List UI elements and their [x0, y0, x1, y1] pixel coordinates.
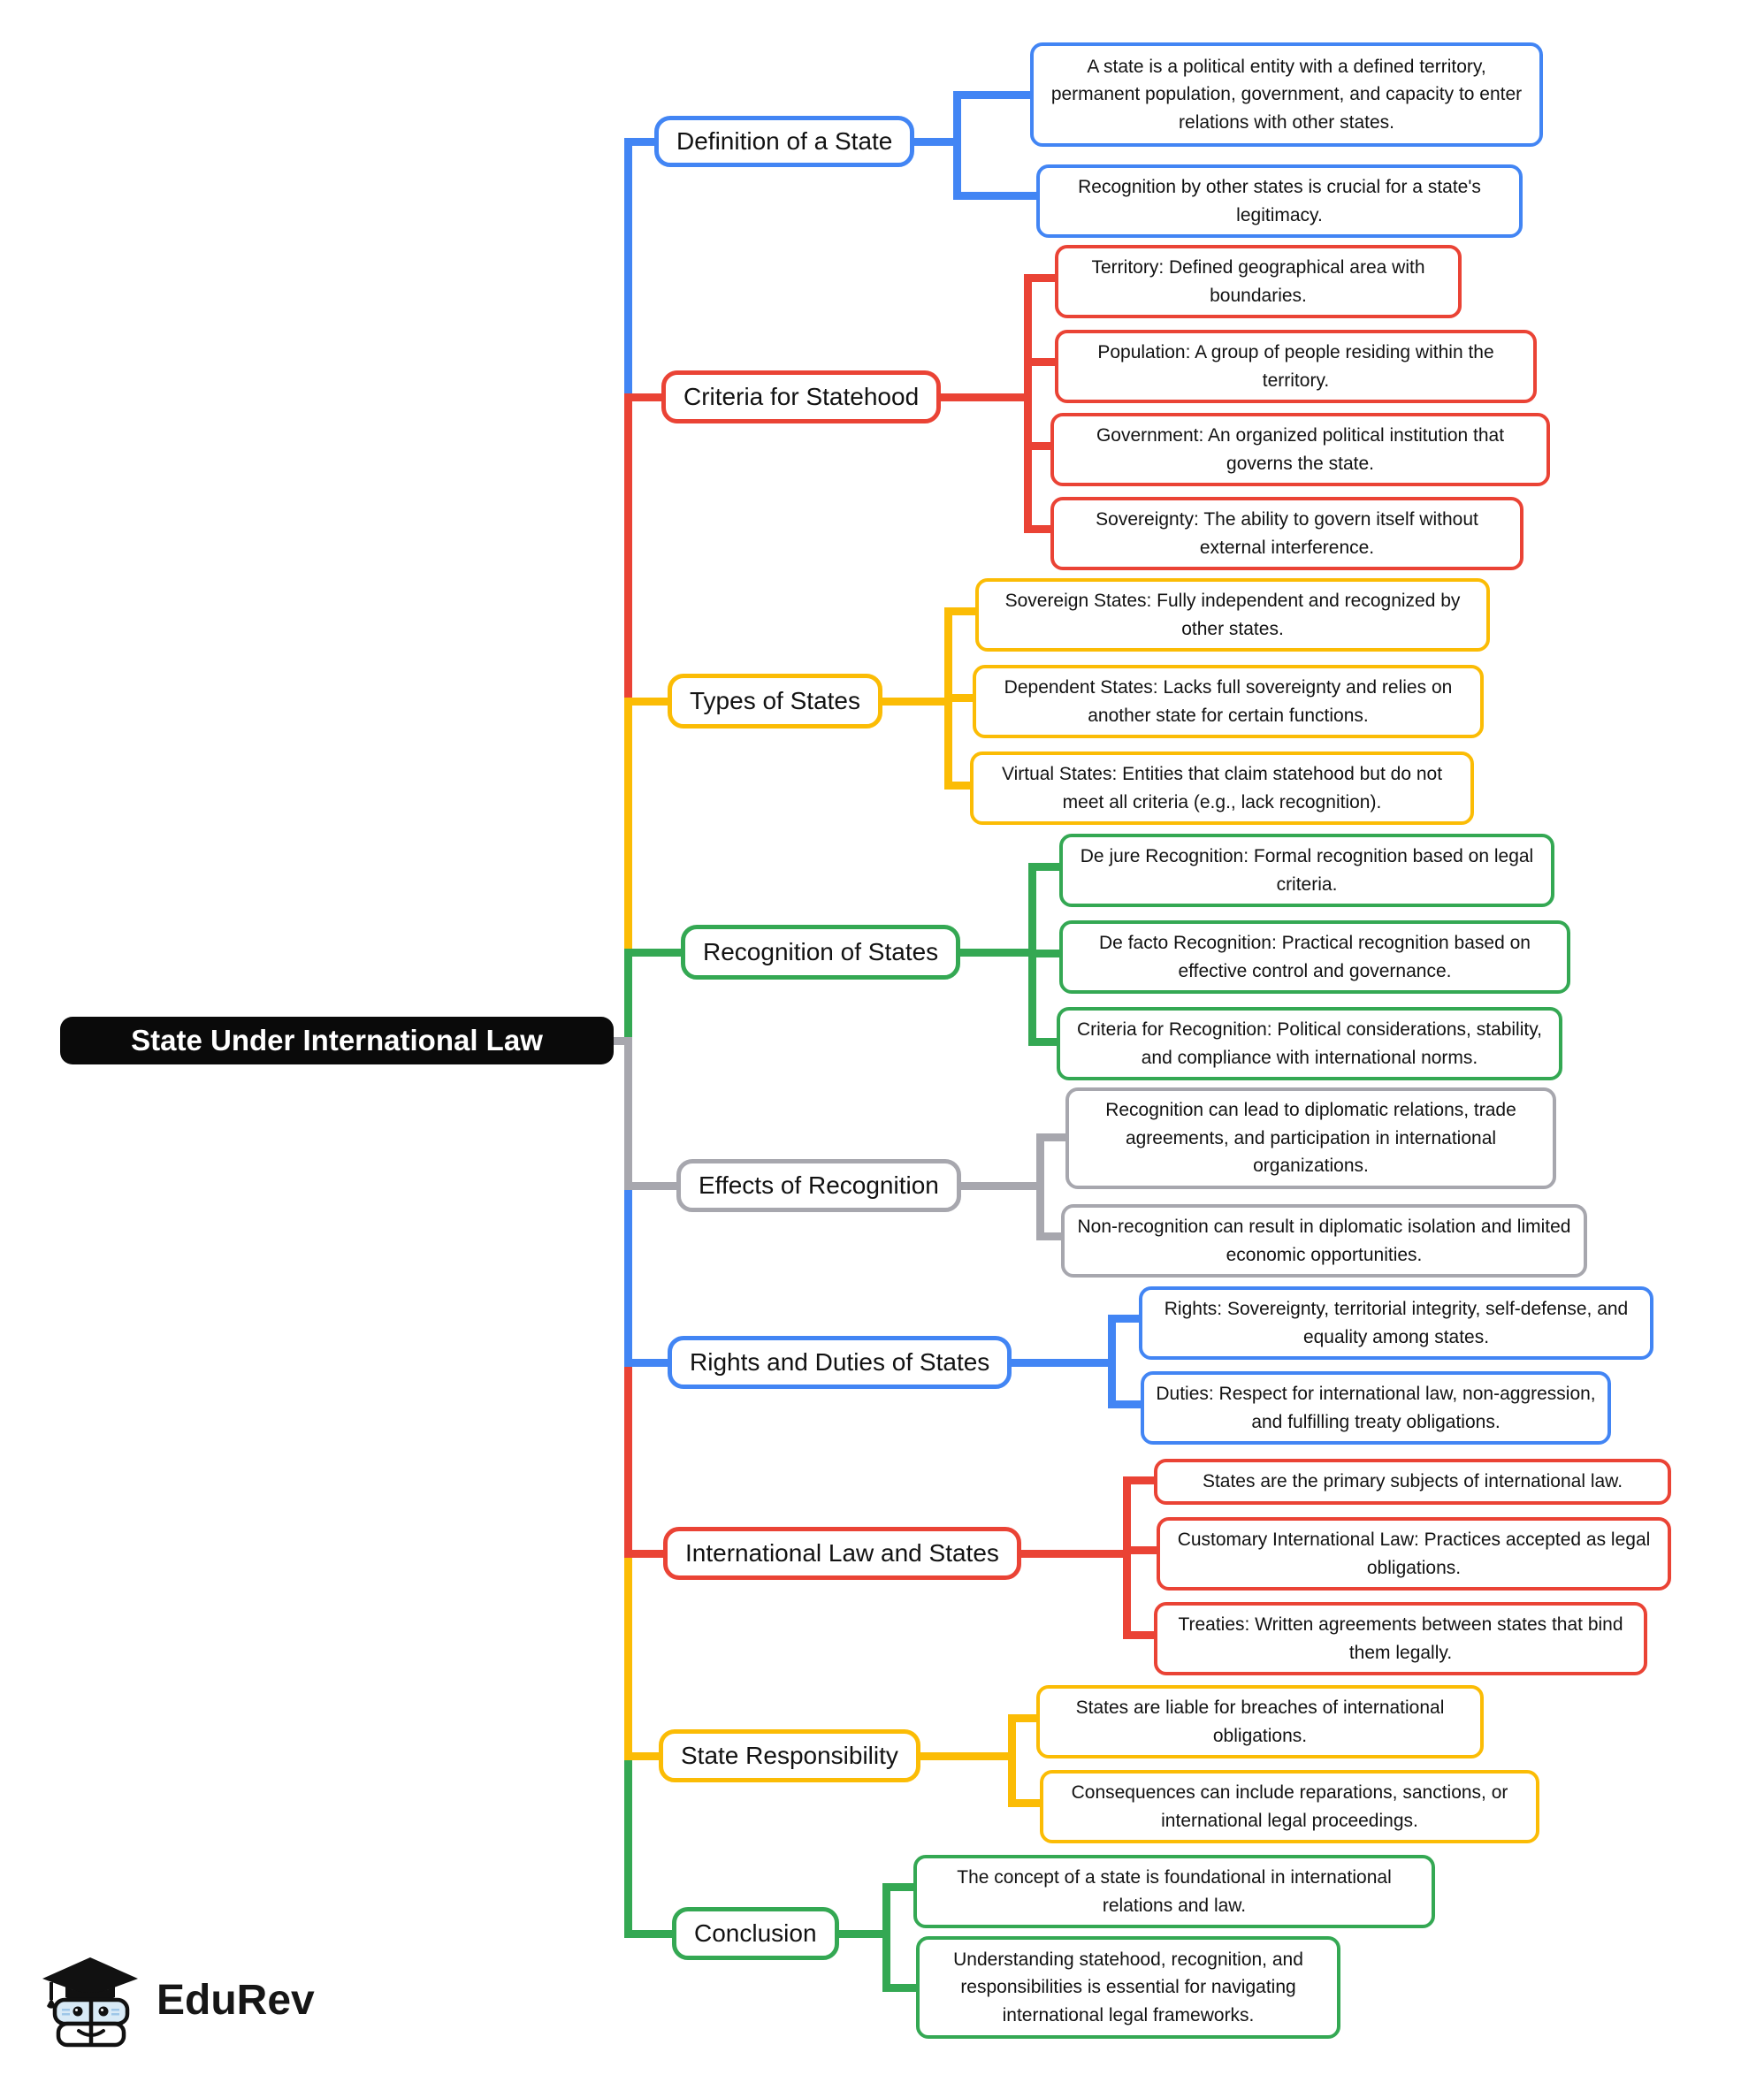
leaf-node[interactable]: Treaties: Written agreements between sta…	[1154, 1602, 1647, 1675]
leaf-node[interactable]: Sovereign States: Fully independent and …	[975, 578, 1490, 652]
branch-node-recognition-of-states[interactable]: Recognition of States	[681, 925, 961, 980]
branch-node-state-responsibility[interactable]: State Responsibility	[659, 1729, 920, 1782]
leaf-node[interactable]: De jure Recognition: Formal recognition …	[1059, 834, 1554, 907]
child-trunk	[953, 90, 961, 200]
child-connector	[1028, 949, 1077, 957]
child-connector	[1024, 441, 1068, 450]
branch-node-effects-of-recognition[interactable]: Effects of Recognition	[676, 1159, 961, 1212]
leaf-node[interactable]: Customary International Law: Practices a…	[1157, 1517, 1671, 1591]
child-trunk	[1036, 1133, 1044, 1240]
child-connector	[944, 693, 990, 702]
child-connector	[953, 90, 1048, 99]
branch-node-criteria-for-statehood[interactable]: Criteria for Statehood	[661, 370, 942, 423]
trunk-segment	[624, 1181, 632, 1367]
leaf-node[interactable]: Non-recognition can result in diplomatic…	[1061, 1204, 1587, 1278]
child-connector	[1024, 524, 1068, 533]
leaf-node[interactable]: Duties: Respect for international law, n…	[1141, 1371, 1611, 1445]
trunk-segment	[624, 1036, 632, 1190]
trunk-segment	[624, 1751, 632, 1938]
leaf-node[interactable]: Sovereignty: The ability to govern itsel…	[1050, 497, 1523, 570]
child-trunk	[1123, 1476, 1131, 1639]
trunk-segment	[624, 1549, 632, 1760]
leaf-node[interactable]: Understanding statehood, recognition, an…	[916, 1936, 1340, 2039]
child-connector	[1008, 1713, 1054, 1722]
leaf-node[interactable]: Recognition can lead to diplomatic relat…	[1065, 1087, 1556, 1189]
child-connector	[1123, 1545, 1174, 1554]
child-connector	[953, 191, 1054, 200]
child-connector	[1108, 1314, 1157, 1323]
child-connector	[1123, 1630, 1172, 1639]
child-connector	[882, 1882, 931, 1891]
trunk-segment	[624, 948, 632, 1045]
leaf-node[interactable]: Consequences can include reparations, sa…	[1040, 1770, 1539, 1843]
leaf-node[interactable]: De facto Recognition: Practical recognit…	[1059, 920, 1570, 994]
child-connector	[1028, 1037, 1074, 1046]
child-connector	[1028, 862, 1077, 871]
child-connector	[1108, 1400, 1158, 1408]
leaf-node[interactable]: Dependent States: Lacks full sovereignty…	[973, 665, 1484, 738]
leaf-node[interactable]: Population: A group of people residing w…	[1055, 330, 1537, 403]
branch-node-rights-and-duties-of-states[interactable]: Rights and Duties of States	[668, 1336, 1012, 1389]
child-connector	[1036, 1232, 1079, 1240]
leaf-node[interactable]: Virtual States: Entities that claim stat…	[970, 751, 1474, 825]
child-connector	[1036, 1133, 1083, 1141]
child-connector	[1123, 1476, 1172, 1484]
edurev-brand-text: EduRev	[157, 1977, 315, 2024]
trunk-segment	[624, 1358, 632, 1558]
child-trunk	[1108, 1314, 1116, 1408]
leaf-node[interactable]: Rights: Sovereignty, territorial integri…	[1139, 1286, 1653, 1360]
leaf-node[interactable]: A state is a political entity with a def…	[1030, 42, 1543, 147]
child-connector	[882, 1983, 934, 1992]
edurev-logo[interactable]: EduRev	[35, 1945, 315, 2056]
child-connector	[944, 606, 993, 615]
leaf-node[interactable]: The concept of a state is foundational i…	[913, 1855, 1435, 1928]
leaf-node[interactable]: Government: An organized political insti…	[1050, 413, 1550, 486]
leaf-node[interactable]: States are liable for breaches of intern…	[1036, 1685, 1484, 1758]
leaf-node[interactable]: States are the primary subjects of inter…	[1154, 1459, 1671, 1505]
child-connector	[944, 781, 988, 790]
trunk-segment	[624, 137, 632, 401]
leaf-node[interactable]: Criteria for Recognition: Political cons…	[1057, 1007, 1562, 1080]
child-connector	[1024, 273, 1073, 282]
root-node[interactable]: State Under International Law	[60, 1017, 614, 1064]
leaf-node[interactable]: Recognition by other states is crucial f…	[1036, 164, 1523, 238]
child-trunk	[1024, 273, 1032, 533]
branch-node-types-of-states[interactable]: Types of States	[668, 674, 882, 729]
child-connector	[1024, 357, 1073, 366]
child-trunk	[882, 1882, 890, 1992]
leaf-node[interactable]: Territory: Defined geographical area wit…	[1055, 245, 1462, 318]
branch-node-international-law-and-states[interactable]: International Law and States	[663, 1527, 1021, 1580]
child-connector	[1008, 1798, 1058, 1807]
trunk-segment	[624, 697, 632, 957]
branch-node-definition-of-a-state[interactable]: Definition of a State	[654, 116, 915, 167]
child-trunk	[1008, 1713, 1016, 1807]
edurev-mascot-icon	[42, 1957, 138, 2048]
branch-node-conclusion[interactable]: Conclusion	[672, 1907, 839, 1960]
trunk-segment	[624, 393, 632, 706]
